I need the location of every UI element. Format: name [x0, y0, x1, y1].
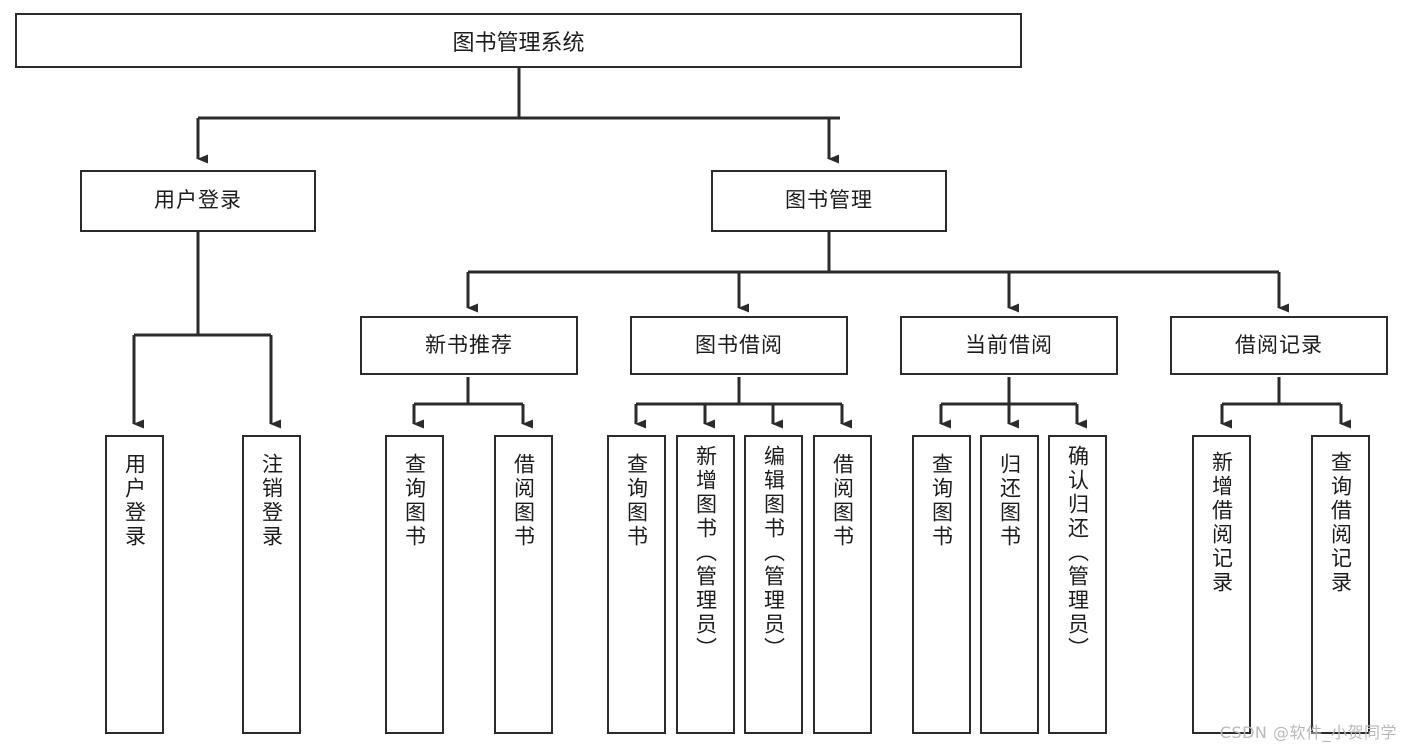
- node-leaf-query-book-3[interactable]: 查询图书: [912, 435, 971, 734]
- node-new-book-recommend[interactable]: 新书推荐: [360, 316, 578, 375]
- node-user-login-label: 用户登录: [154, 188, 242, 213]
- node-leaf-query-book-1[interactable]: 查询图书: [385, 435, 444, 734]
- node-leaf-return-book-label: 归还图书: [997, 453, 1022, 549]
- node-leaf-borrow-book-1-label: 借阅图书: [511, 453, 536, 549]
- node-leaf-borrow-book-2-label: 借阅图书: [830, 453, 855, 549]
- node-leaf-edit-book[interactable]: 编辑图书（管理员）: [744, 435, 803, 734]
- node-user-login[interactable]: 用户登录: [80, 170, 316, 232]
- node-leaf-logout-login-label: 注销登录: [259, 453, 284, 549]
- node-leaf-add-book[interactable]: 新增图书（管理员）: [676, 435, 735, 734]
- node-current-borrow-label: 当前借阅: [965, 332, 1053, 357]
- node-new-book-recommend-label: 新书推荐: [425, 332, 513, 357]
- node-leaf-query-book-2[interactable]: 查询图书: [607, 435, 666, 734]
- node-leaf-query-record[interactable]: 查询借阅记录: [1311, 435, 1370, 734]
- node-book-borrow-label: 图书借阅: [695, 332, 783, 357]
- node-leaf-query-book-1-label: 查询图书: [402, 453, 427, 549]
- node-leaf-confirm-return[interactable]: 确认归还（管理员）: [1048, 435, 1107, 734]
- node-leaf-edit-book-label: 编辑图书（管理员）: [761, 445, 786, 661]
- node-leaf-user-login[interactable]: 用户登录: [105, 435, 164, 734]
- node-leaf-query-book-3-label: 查询图书: [929, 453, 954, 549]
- node-leaf-return-book[interactable]: 归还图书: [980, 435, 1039, 734]
- node-leaf-query-record-label: 查询借阅记录: [1328, 451, 1353, 595]
- node-book-manage[interactable]: 图书管理: [711, 170, 947, 232]
- node-root-label: 图书管理系统: [452, 30, 585, 56]
- node-borrow-record[interactable]: 借阅记录: [1170, 316, 1388, 375]
- node-root[interactable]: 图书管理系统: [15, 13, 1022, 68]
- node-leaf-confirm-return-label: 确认归还（管理员）: [1065, 445, 1090, 661]
- node-leaf-borrow-book-1[interactable]: 借阅图书: [494, 435, 553, 734]
- node-book-manage-label: 图书管理: [785, 188, 873, 213]
- node-current-borrow[interactable]: 当前借阅: [900, 316, 1118, 375]
- node-leaf-add-record[interactable]: 新增借阅记录: [1192, 435, 1251, 734]
- node-book-borrow[interactable]: 图书借阅: [630, 316, 848, 375]
- watermark-text: CSDN @软件_小贺同学: [1219, 723, 1397, 742]
- node-leaf-user-login-label: 用户登录: [122, 453, 147, 549]
- node-borrow-record-label: 借阅记录: [1235, 332, 1323, 357]
- node-leaf-add-book-label: 新增图书（管理员）: [693, 445, 718, 661]
- node-leaf-borrow-book-2[interactable]: 借阅图书: [813, 435, 872, 734]
- node-leaf-logout-login[interactable]: 注销登录: [242, 435, 301, 734]
- node-leaf-query-book-2-label: 查询图书: [624, 453, 649, 549]
- node-leaf-add-record-label: 新增借阅记录: [1209, 451, 1234, 595]
